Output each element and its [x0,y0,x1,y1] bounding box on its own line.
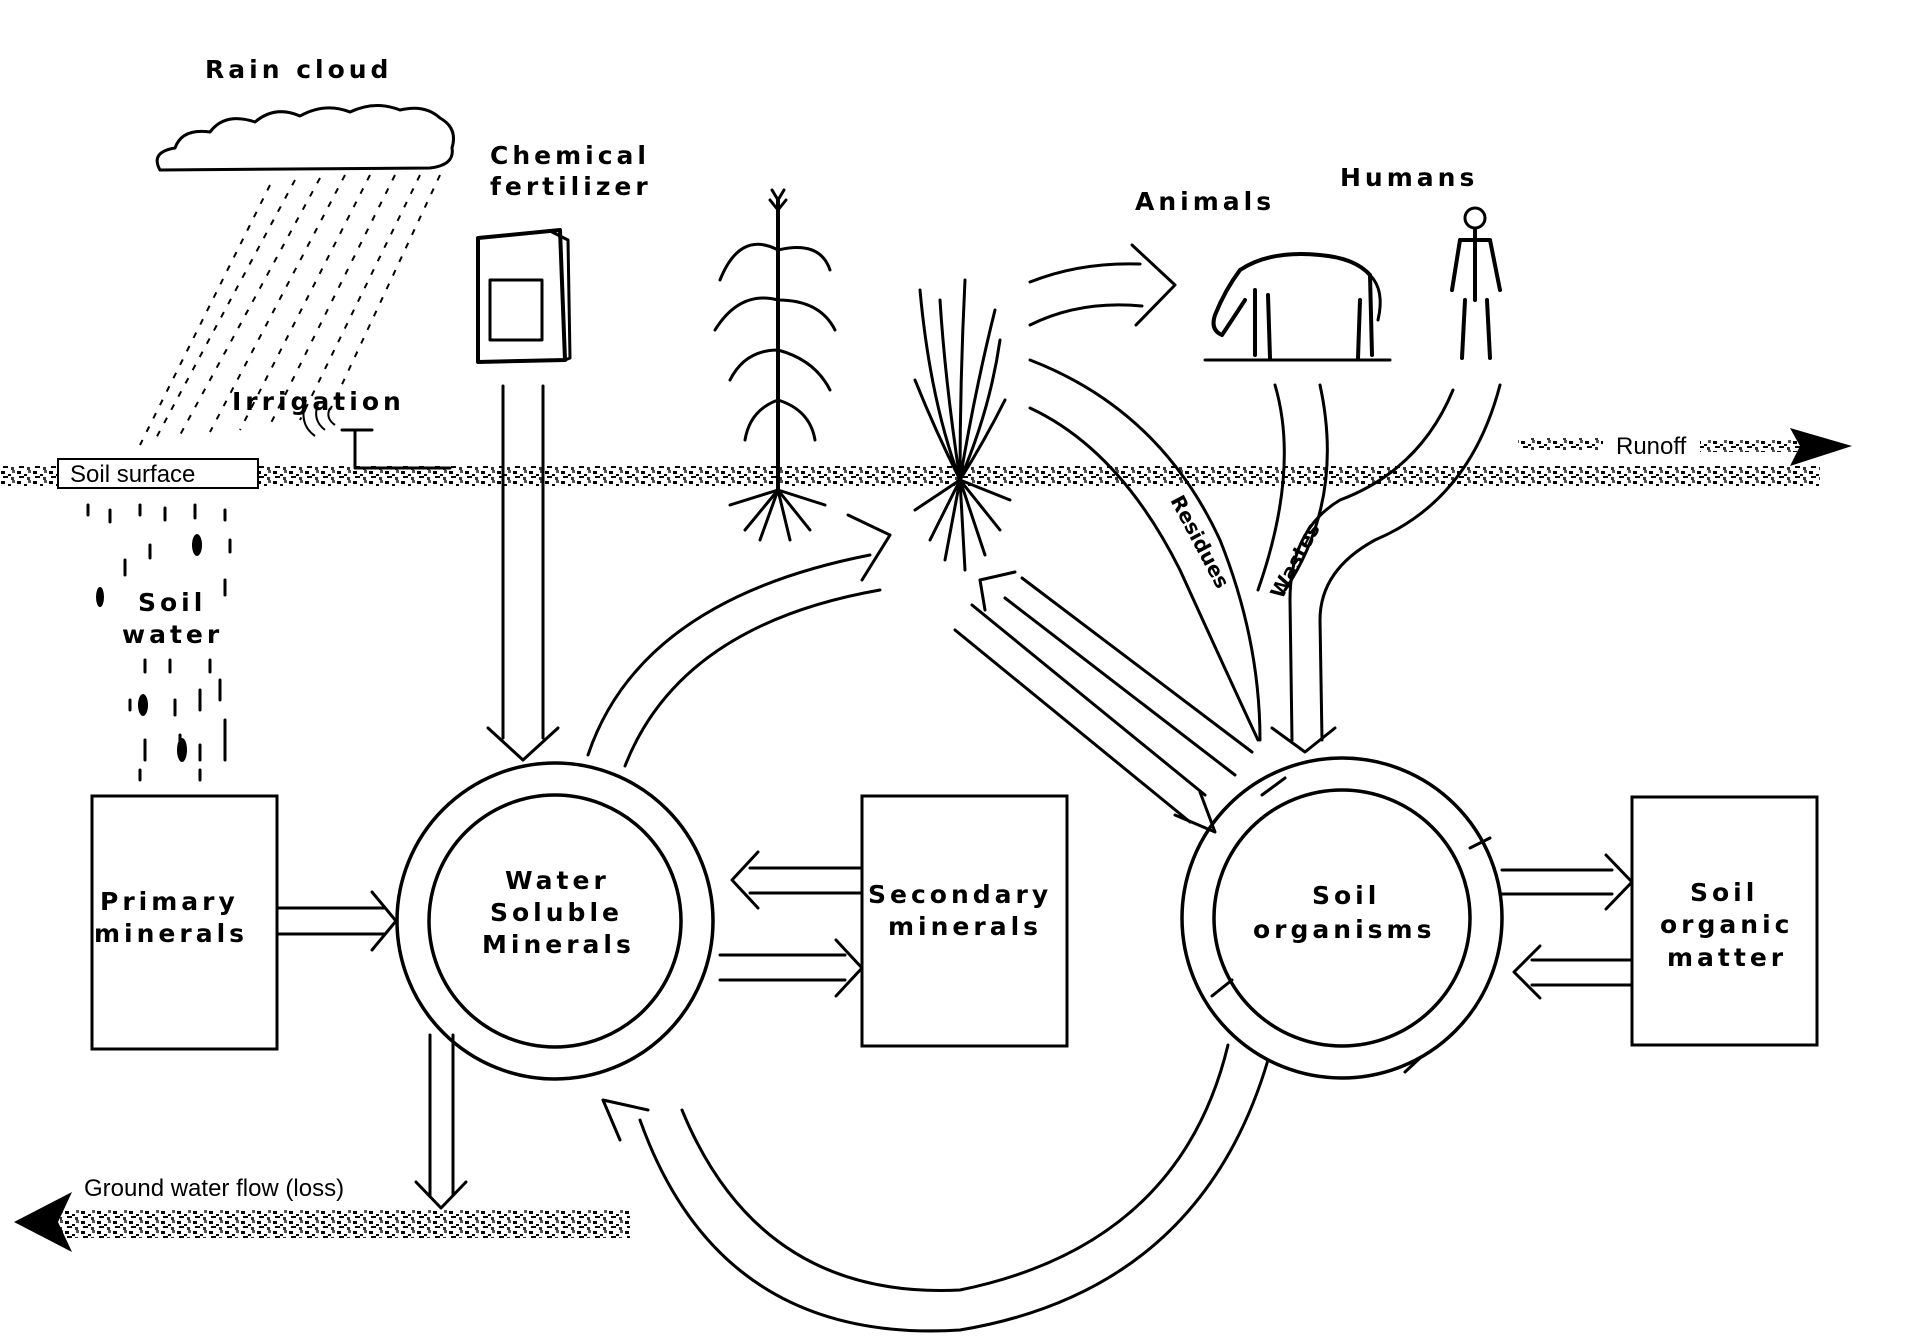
corn-plant-icon [713,188,837,542]
soil-organisms-node [1180,756,1504,1080]
rain-streaks [139,174,441,446]
water-soluble-label-1: Water [505,866,610,895]
chemical-fertilizer-label-1: Chemical [490,141,650,170]
soil-organic-label-2: organic [1660,910,1793,939]
plant-to-animals-arrow [1028,243,1177,327]
organisms-to-organic-arrow [1500,853,1634,911]
soil-surface-band [0,466,1820,486]
water-drop [177,738,187,762]
primary-minerals-label-2: minerals [94,919,248,948]
soil-organic-label-3: matter [1667,943,1787,972]
rain-cloud-label: Rain cloud [205,55,392,84]
water-drop [138,694,148,716]
fertilizer-to-minerals-arrow [486,384,560,762]
horse-icon [1203,252,1392,362]
residues-label: Residues [1166,491,1235,592]
runoff-label: Runoff [1616,433,1687,460]
soil-organisms-label-1: Soil [1312,881,1380,910]
organisms-to-minerals-loop [601,1043,1270,1333]
organisms-to-plant-arrow [978,570,1254,777]
ground-water-arrow [14,1033,630,1252]
secondary-minerals-box [860,794,1069,1048]
irrigation-label: Irrigation [232,387,405,416]
ground-water-flow-label: Ground water flow (loss) [84,1175,344,1202]
human-icon [1450,206,1502,360]
secondary-minerals-label-2: minerals [888,912,1042,941]
runoff-arrow [1518,428,1852,466]
secondary-to-minerals-arrow [730,850,864,910]
sprinkler-icon [302,399,452,470]
plant-to-organisms-arrow [953,603,1217,834]
organic-to-organisms-arrow [1512,944,1634,1000]
soil-surface-label: Soil surface [70,461,195,488]
grass-plant-icon [913,278,1012,572]
water-drop [192,534,202,556]
rain-cloud-icon [155,104,455,172]
secondary-minerals-label-1: Secondary [868,880,1052,909]
minerals-to-secondary-arrow [718,938,864,998]
residues-flow [1028,358,1262,742]
soil-organic-label-1: Soil [1690,878,1758,907]
water-soluble-minerals-node [395,761,715,1081]
primary-minerals-label-1: Primary [100,887,239,916]
primary-to-minerals-arrow [276,890,398,952]
animals-label: Animals [1135,187,1275,216]
wastes-flow [1256,383,1502,754]
water-soluble-label-2: Soluble [490,898,623,927]
soil-organic-matter-box [1630,795,1819,1047]
soil-organisms-label-2: organisms [1253,915,1435,944]
primary-minerals-box [90,794,279,1051]
fertilizer-bag-icon [476,228,572,364]
chemical-fertilizer-label-2: fertilizer [490,172,652,201]
soil-water-label-1: Soil [138,588,206,617]
soil-water-label-2: water [122,620,223,649]
minerals-to-plant-arrow [586,513,892,768]
water-drop [96,587,104,607]
water-soluble-label-3: Minerals [482,930,635,959]
humans-label: Humans [1340,163,1478,192]
soil-surface-label-box: Soil surface [57,458,259,489]
